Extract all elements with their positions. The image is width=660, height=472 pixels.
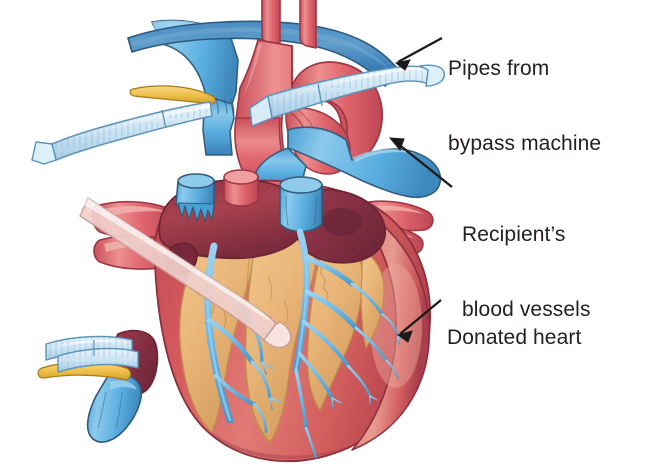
label-donated-line1: Donated heart: [447, 326, 582, 349]
superior-vena-cava-stump: [279, 176, 323, 233]
arrow-vessels: [388, 137, 453, 188]
label-pipes-line1: Pipes from: [448, 57, 550, 80]
coronary-vessels: [204, 228, 406, 460]
donated-heart-assembly: [37, 169, 434, 463]
epicardial-fat: [179, 223, 385, 443]
label-donated-heart: Donated heart: [447, 275, 581, 400]
cannula-tube-left: [31, 101, 213, 165]
arrow-donated: [396, 299, 442, 343]
arrow-pipes: [394, 36, 443, 71]
top-recipient-assembly: [31, 0, 445, 199]
cannula-tube-heart: [79, 197, 292, 349]
pulmonary-artery-stump: [175, 173, 215, 222]
lower-left-cannulation: [37, 329, 159, 443]
label-pipes-line2: bypass machine: [448, 132, 602, 155]
label-vessels-line2: blood vessels: [462, 298, 591, 321]
label-recipients-blood-vessels: Recipient’s blood vessels: [462, 172, 591, 372]
cannula-tube-upper: [249, 64, 445, 127]
leader-arrows: [388, 36, 453, 343]
label-pipes-from-bypass-machine: Pipes from bypass machine: [448, 6, 601, 206]
suture-tie-upper: [129, 85, 216, 105]
label-vessels-line1: Recipient’s: [462, 223, 566, 246]
aorta-stump: [223, 169, 259, 207]
